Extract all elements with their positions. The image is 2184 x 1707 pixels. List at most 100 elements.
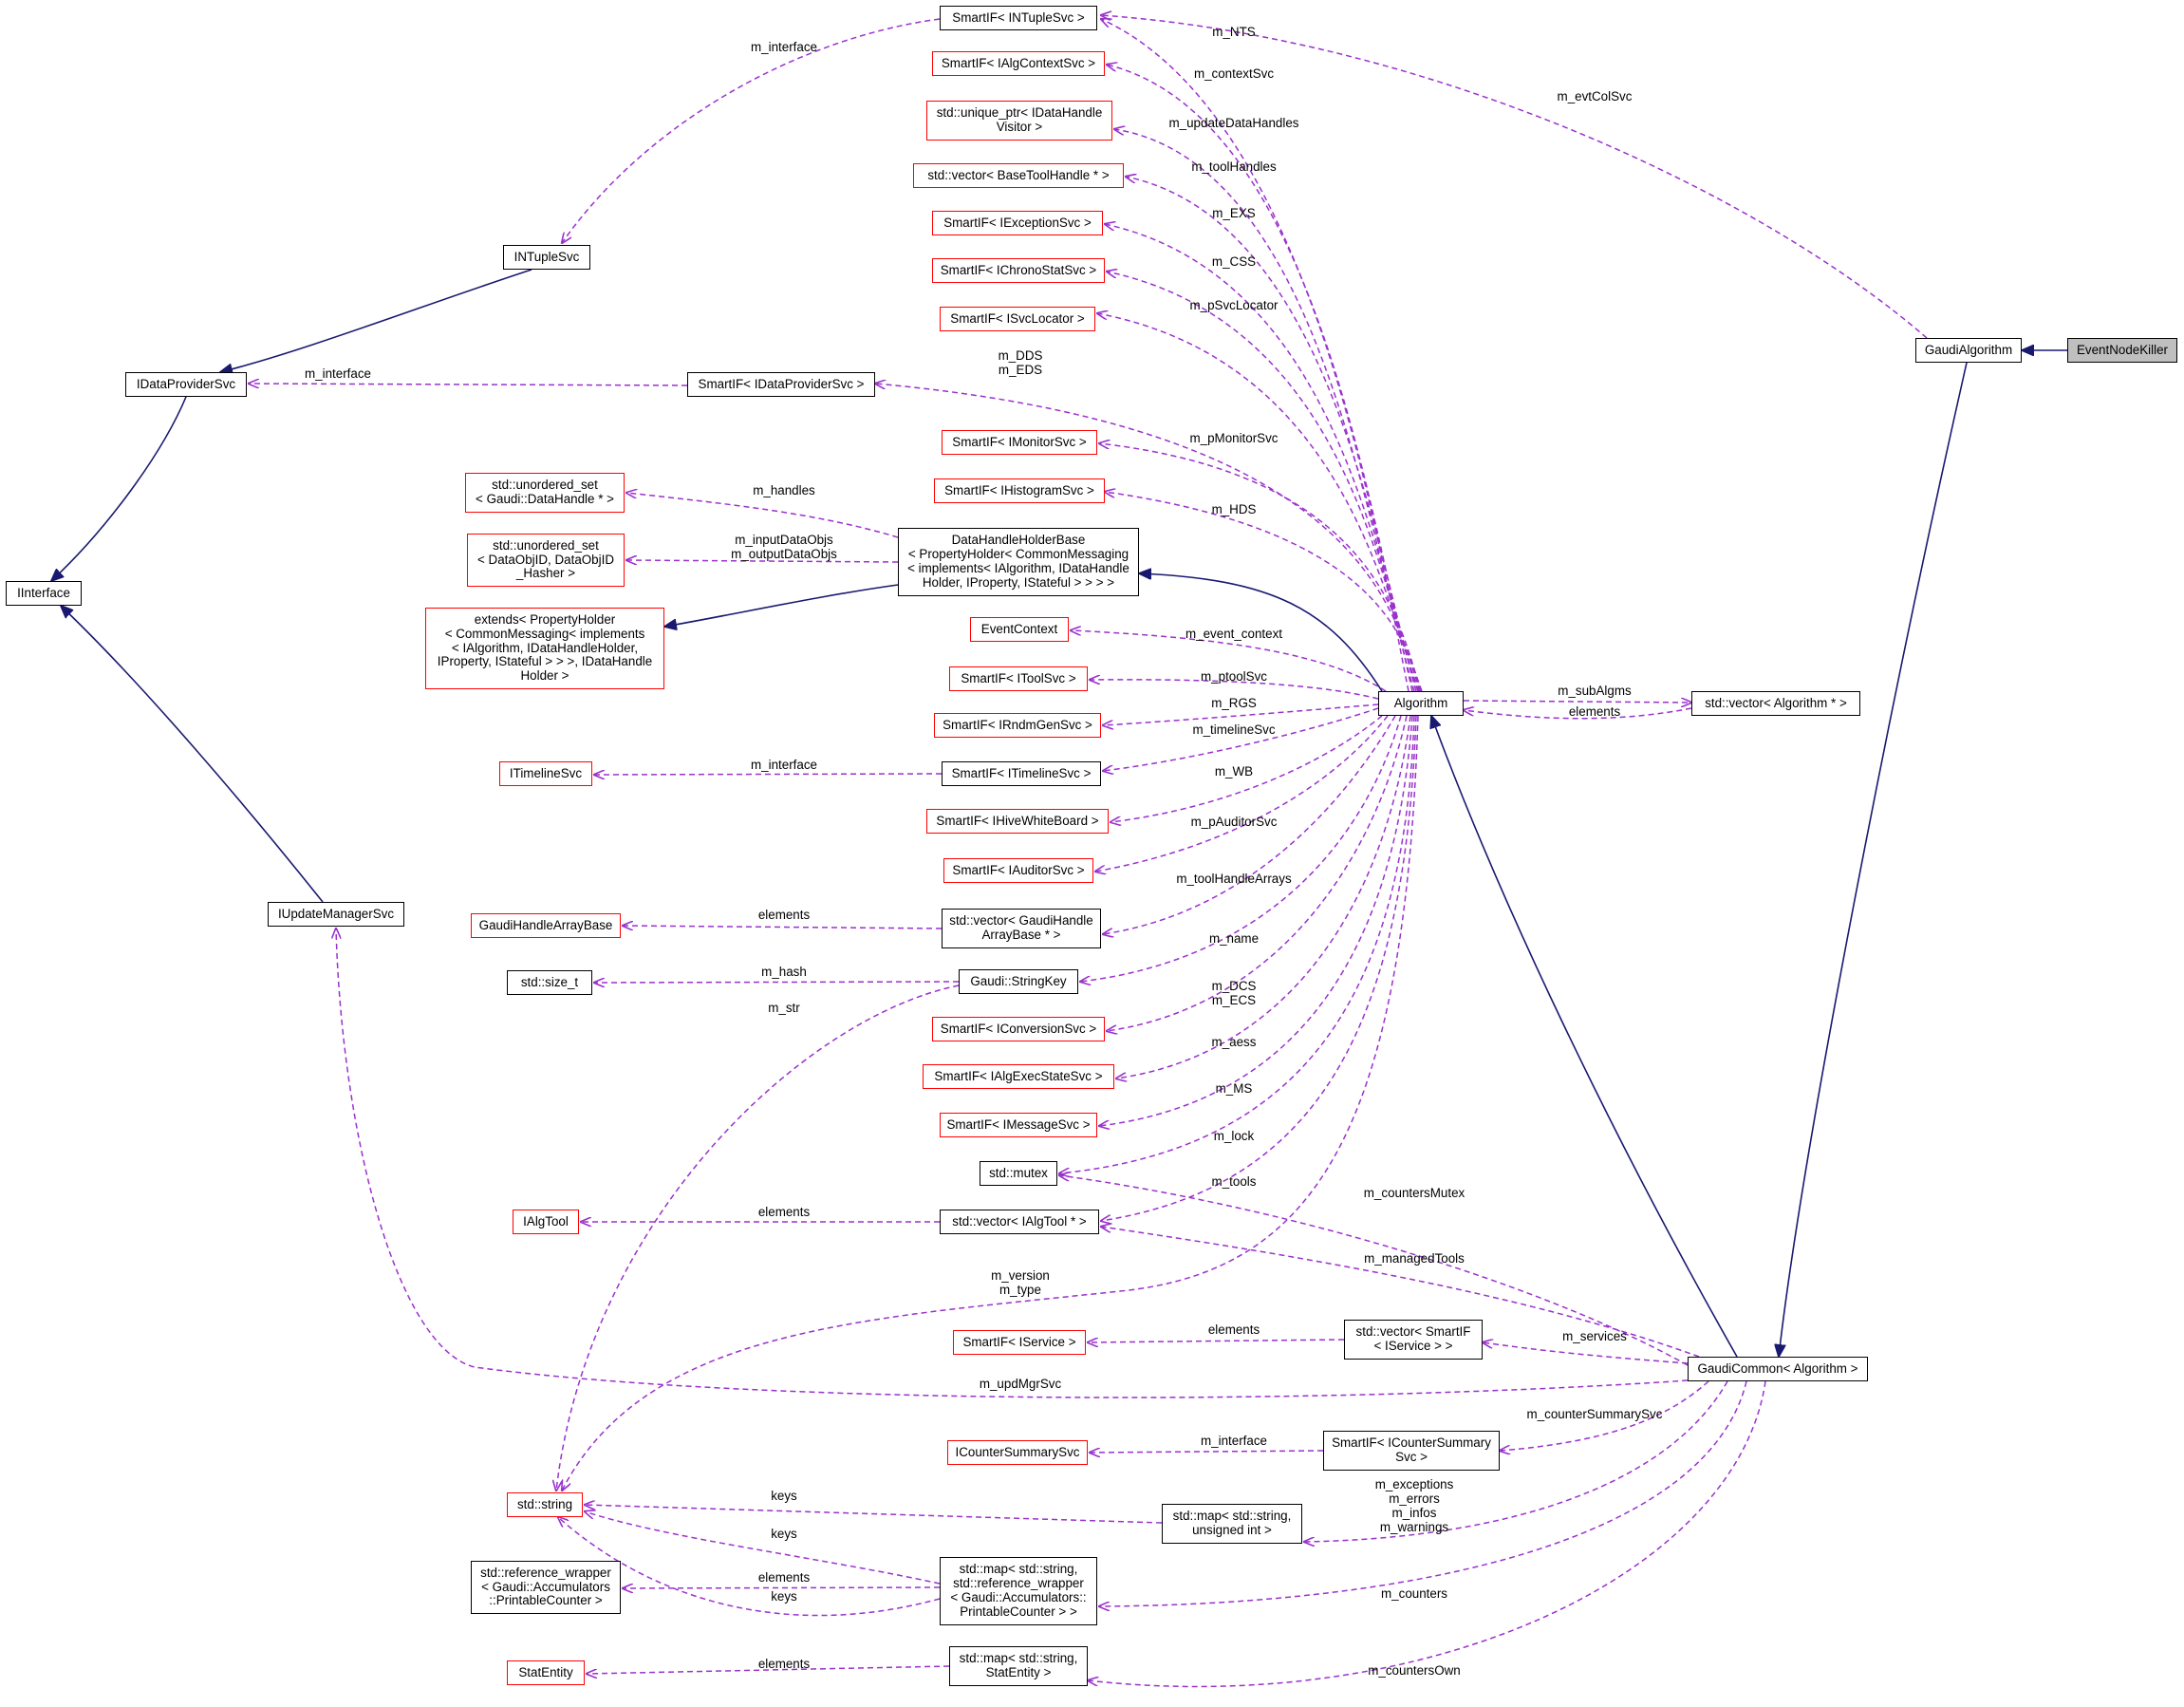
node-smartif-iconversionsvc[interactable]: SmartIF< IConversionSvc > bbox=[932, 1017, 1105, 1041]
node-smartif-iexceptionsvc[interactable]: SmartIF< IExceptionSvc > bbox=[932, 211, 1103, 235]
node-std-size-t[interactable]: std::size_t bbox=[507, 970, 592, 995]
edge-label-m-hash: m_hash bbox=[761, 965, 807, 979]
inheritance-edge bbox=[220, 269, 532, 372]
node-ialgtool[interactable]: IAlgTool bbox=[513, 1210, 579, 1234]
node-smartif-ichronostatsvc[interactable]: SmartIF< IChronoStatSvc > bbox=[932, 258, 1105, 283]
node-unordered-set-datahandle[interactable]: std::unordered_set < Gaudi::DataHandle *… bbox=[465, 473, 625, 513]
node-smartif-icountersummarysvc[interactable]: SmartIF< ICounterSummary Svc > bbox=[1323, 1431, 1500, 1471]
node-map-string-refwrap[interactable]: std::map< std::string, std::reference_wr… bbox=[940, 1557, 1097, 1625]
node-vector-basetoolhandle[interactable]: std::vector< BaseToolHandle * > bbox=[913, 163, 1124, 188]
edge-label-elements-stat: elements bbox=[758, 1657, 811, 1671]
node-smartif-idataprovidersvc[interactable]: SmartIF< IDataProviderSvc > bbox=[687, 372, 875, 397]
node-smartif-ihistogramsvc[interactable]: SmartIF< IHistogramSvc > bbox=[934, 478, 1105, 503]
node-itimelinesvc[interactable]: ITimelineSvc bbox=[499, 761, 592, 786]
usage-edge bbox=[1097, 313, 1420, 692]
node-unique-ptr-idatahandlevisitor[interactable]: std::unique_ptr< IDataHandle Visitor > bbox=[926, 101, 1112, 141]
edge-label-m-ptoolSvc: m_ptoolSvc bbox=[1201, 669, 1267, 684]
node-smartif-irndmgensvc[interactable]: SmartIF< IRndmGenSvc > bbox=[934, 713, 1101, 738]
node-unordered-set-dataobjid[interactable]: std::unordered_set < DataObjID, DataObjI… bbox=[467, 534, 625, 587]
edge-label-m-CSS: m_CSS bbox=[1212, 254, 1256, 269]
inheritance-edge bbox=[61, 606, 324, 903]
node-eventnodekiller[interactable]: EventNodeKiller bbox=[2067, 338, 2177, 363]
node-datahandleholderbase[interactable]: DataHandleHolderBase < PropertyHolder< C… bbox=[898, 528, 1139, 596]
node-smartif-ihivewhiteboard[interactable]: SmartIF< IHiveWhiteBoard > bbox=[926, 809, 1109, 834]
usage-edge bbox=[587, 1665, 950, 1674]
node-gaudihandlearraybase[interactable]: GaudiHandleArrayBase bbox=[471, 913, 621, 938]
node-smartif-isvclocator[interactable]: SmartIF< ISvcLocator > bbox=[940, 307, 1095, 331]
usage-edge bbox=[1111, 715, 1383, 822]
node-gaudicommon-algorithm[interactable]: GaudiCommon< Algorithm > bbox=[1688, 1357, 1868, 1381]
node-intuplesvc[interactable]: INTupleSvc bbox=[503, 245, 590, 270]
node-smartif-itimelinesvc[interactable]: SmartIF< ITimelineSvc > bbox=[942, 761, 1101, 786]
node-iinterface[interactable]: IInterface bbox=[6, 581, 82, 606]
usage-edge bbox=[1126, 177, 1417, 692]
edge-label-m-RGS: m_RGS bbox=[1211, 696, 1257, 710]
edge-label-m-services: m_services bbox=[1562, 1329, 1627, 1343]
usage-edge bbox=[1101, 715, 1417, 1221]
node-smartif-ialgexecstatesvc[interactable]: SmartIF< IAlgExecStateSvc > bbox=[923, 1064, 1114, 1089]
node-vector-gaudihandlearraybase[interactable]: std::vector< GaudiHandle ArrayBase * > bbox=[942, 909, 1101, 948]
node-vector-algorithm[interactable]: std::vector< Algorithm * > bbox=[1691, 691, 1860, 716]
usage-edge bbox=[585, 1511, 941, 1585]
edge-label-elements-tool: elements bbox=[758, 1205, 811, 1219]
usage-edge bbox=[1099, 715, 1413, 1126]
node-gaudialgorithm[interactable]: GaudiAlgorithm bbox=[1915, 338, 2022, 363]
edge-label-m-pAuditorSvc: m_pAuditorSvc bbox=[1191, 815, 1278, 829]
node-vector-ialgtool[interactable]: std::vector< IAlgTool * > bbox=[940, 1210, 1099, 1234]
node-vector-smartif-iservice[interactable]: std::vector< SmartIF < IService > > bbox=[1344, 1320, 1483, 1360]
edge-label-m-subAlgms: m_subAlgms bbox=[1558, 684, 1632, 698]
usage-edge bbox=[623, 1587, 941, 1588]
edge-label-m-countersMutex: m_countersMutex bbox=[1364, 1186, 1465, 1200]
edge-label-m-contextSvc: m_contextSvc bbox=[1194, 66, 1274, 81]
usage-edge bbox=[1464, 708, 1692, 720]
edge-label-m-updateDataHandles: m_updateDataHandles bbox=[1169, 116, 1299, 130]
usage-edge bbox=[1099, 1380, 1747, 1606]
node-gaudi-stringkey[interactable]: Gaudi::StringKey bbox=[959, 969, 1078, 994]
node-iupdatemanagersvc[interactable]: IUpdateManagerSvc bbox=[268, 902, 404, 927]
node-smartif-imessagesvc[interactable]: SmartIF< IMessageSvc > bbox=[940, 1113, 1097, 1137]
edge-label-m-timelineSvc: m_timelineSvc bbox=[1192, 722, 1275, 737]
edge-label-m-updMgrSvc: m_updMgrSvc bbox=[980, 1377, 1062, 1391]
usage-edge bbox=[562, 715, 1419, 1491]
node-statentity[interactable]: StatEntity bbox=[507, 1660, 585, 1685]
node-icountersummarysvc[interactable]: ICounterSummarySvc bbox=[947, 1440, 1088, 1465]
node-smartif-itoolsvc[interactable]: SmartIF< IToolSvc > bbox=[949, 666, 1088, 691]
edge-label-m-counterSummarySvc: m_counterSummarySvc bbox=[1527, 1407, 1663, 1421]
edge-label-m-toolHandleArrays: m_toolHandleArrays bbox=[1176, 872, 1292, 886]
edge-label-m-pMonitorSvc: m_pMonitorSvc bbox=[1189, 431, 1278, 445]
usage-edge bbox=[1103, 703, 1379, 725]
usage-edge bbox=[1101, 1227, 1700, 1358]
edge-label-m-HDS: m_HDS bbox=[1212, 502, 1257, 516]
edge-label-m-WB: m_WB bbox=[1215, 764, 1253, 778]
node-idataprovidersvc[interactable]: IDataProviderSvc bbox=[125, 372, 247, 397]
edge-label-m-interface-cs: m_interface bbox=[1201, 1434, 1267, 1448]
node-smartif-iauditorsvc[interactable]: SmartIF< IAuditorSvc > bbox=[943, 858, 1093, 883]
node-map-string-uint[interactable]: std::map< std::string, unsigned int > bbox=[1162, 1504, 1302, 1544]
node-extends-propertyholder[interactable]: extends< PropertyHolder < CommonMessagin… bbox=[425, 608, 664, 689]
usage-edge bbox=[1090, 680, 1379, 700]
usage-edge bbox=[1099, 443, 1422, 692]
edge-label-m-pSvcLocator: m_pSvcLocator bbox=[1189, 298, 1279, 312]
usage-edge bbox=[1088, 1340, 1345, 1342]
node-algorithm[interactable]: Algorithm bbox=[1378, 691, 1464, 716]
node-smartif-imonitorsvc[interactable]: SmartIF< IMonitorSvc > bbox=[942, 430, 1097, 455]
inheritance-edge bbox=[664, 584, 899, 627]
usage-edge bbox=[626, 493, 899, 538]
node-eventcontext[interactable]: EventContext bbox=[970, 617, 1069, 642]
usage-edge bbox=[1071, 630, 1387, 692]
node-smartif-ialgcontextsvc[interactable]: SmartIF< IAlgContextSvc > bbox=[932, 51, 1105, 76]
edge-label-m-interface-tl: m_interface bbox=[751, 758, 817, 772]
usage-edge bbox=[1107, 715, 1408, 1031]
node-smartif-iservice[interactable]: SmartIF< IService > bbox=[953, 1330, 1086, 1355]
edge-label-m-evtColSvc: m_evtColSvc bbox=[1558, 89, 1633, 103]
node-reference-wrapper[interactable]: std::reference_wrapper < Gaudi::Accumula… bbox=[471, 1561, 621, 1614]
node-smartif-intuplesvc[interactable]: SmartIF< INTupleSvc > bbox=[940, 6, 1097, 30]
node-map-string-statentity[interactable]: std::map< std::string, StatEntity > bbox=[949, 1646, 1088, 1686]
usage-edge bbox=[562, 18, 941, 243]
node-std-mutex[interactable]: std::mutex bbox=[980, 1161, 1057, 1186]
node-std-string[interactable]: std::string bbox=[507, 1492, 583, 1517]
usage-edge bbox=[1103, 707, 1379, 771]
